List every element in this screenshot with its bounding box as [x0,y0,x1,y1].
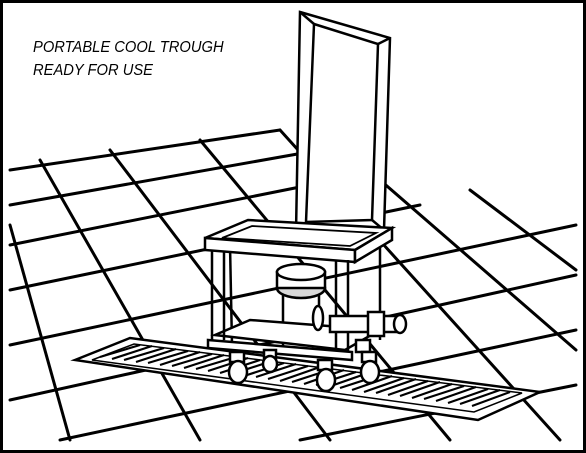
wheel-front-left [227,350,249,385]
caption-line-1: PORTABLE COOL TROUGH [33,39,224,56]
wheel-rear-right [359,350,381,385]
wheel-front-right [315,358,337,393]
cart [203,218,408,362]
hood-frame [294,10,392,234]
caption-line-2: READY FOR USE [33,62,153,79]
diagram-caption: PORTABLE COOL TROUGH READY FOR USE [33,36,291,82]
wheel-rear-left [261,348,279,374]
